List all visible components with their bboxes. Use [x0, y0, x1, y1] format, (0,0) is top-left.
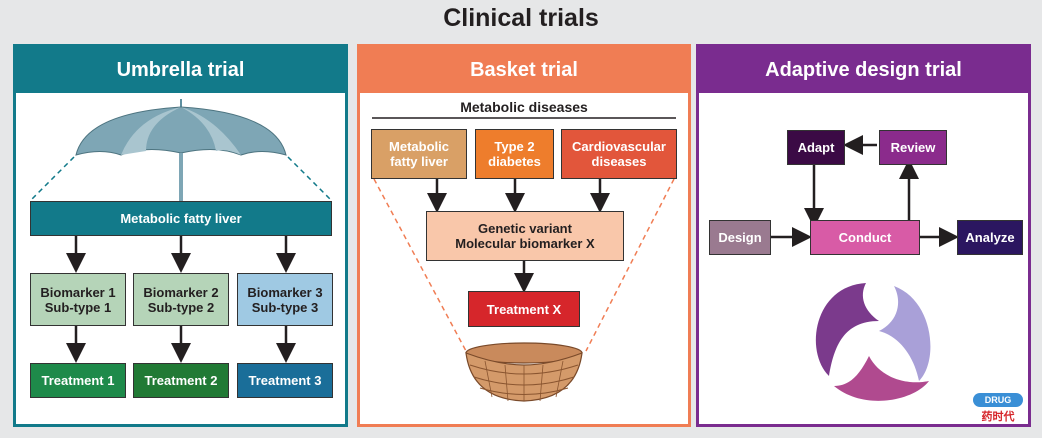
adaptive-diagram-lines: [771, 135, 959, 401]
analyze-box: Analyze: [957, 220, 1023, 255]
umbrella-diagram-lines: [29, 99, 333, 363]
review-box: Review: [879, 130, 947, 165]
basket-diagram-lines: [372, 117, 676, 402]
genetic-variant-box: Genetic variant Molecular biomarker X: [426, 211, 624, 261]
treatment-2-box: Treatment 2: [133, 363, 229, 398]
disease-box: Metabolic fatty liver: [30, 201, 332, 236]
metabolic-diseases-label: Metabolic diseases: [460, 98, 588, 115]
drug-times-logo: DRUG TIMES: [973, 393, 1023, 419]
basket-trial-heading: Basket trial: [360, 47, 688, 93]
disease-type-2-diabetes-box: Type 2 diabetes: [475, 129, 554, 179]
disease-cardiovascular-box: Cardiovascular diseases: [561, 129, 677, 179]
disease-metabolic-fatty-liver-box: Metabolic fatty liver: [371, 129, 467, 179]
conduct-box: Conduct: [810, 220, 920, 255]
basket-icon: [465, 342, 583, 402]
treatment-x-box: Treatment X: [468, 291, 580, 327]
basket-trial-panel: Basket trial Metabolic diseases: [357, 44, 691, 427]
swirl-logo-icon: [815, 283, 932, 401]
biomarker-2-box: Biomarker 2 Sub-type 2: [133, 273, 229, 326]
treatment-1-box: Treatment 1: [30, 363, 126, 398]
umbrella-trial-heading: Umbrella trial: [16, 47, 345, 93]
drug-times-logo-cn: 药时代: [981, 411, 1015, 423]
page-title: Clinical trials: [443, 4, 599, 32]
umbrella-trial-panel: Umbrella trial: [13, 44, 348, 427]
design-box: Design: [709, 220, 771, 255]
adapt-box: Adapt: [787, 130, 845, 165]
adaptive-trial-panel: Adaptive design trial Adapt Review Desig: [696, 44, 1031, 427]
treatment-3-box: Treatment 3: [237, 363, 333, 398]
biomarker-3-box: Biomarker 3 Sub-type 3: [237, 273, 333, 326]
umbrella-icon: [75, 99, 287, 203]
adaptive-trial-heading: Adaptive design trial: [699, 47, 1028, 93]
biomarker-1-box: Biomarker 1 Sub-type 1: [30, 273, 126, 326]
